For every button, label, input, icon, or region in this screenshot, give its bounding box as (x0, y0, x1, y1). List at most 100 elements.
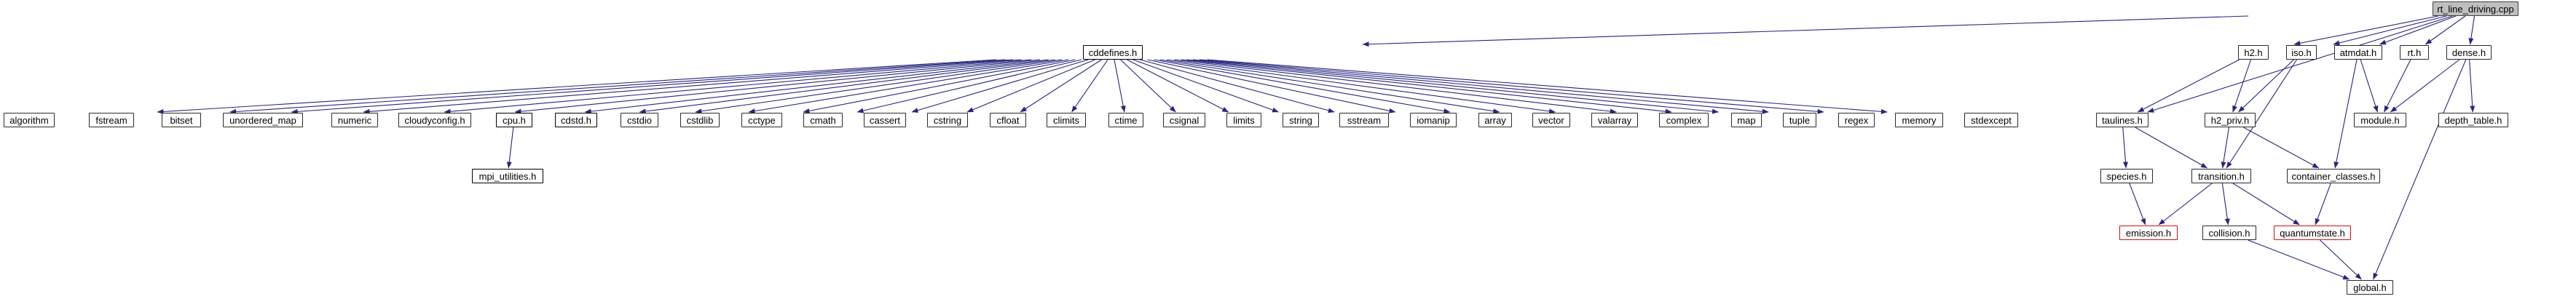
edge-h2_priv.h-to-container_classes.h (2243, 127, 2320, 169)
graph-node-fstream[interactable]: fstream (89, 113, 134, 127)
edge-cddefines.h-to-csignal (1120, 59, 1176, 113)
edge-transition.h-to-emission.h (2158, 183, 2213, 226)
graph-node-emission-h[interactable]: emission.h (2119, 226, 2178, 240)
edge-cddefines.h-to-cfloat (1020, 59, 1102, 113)
graph-node-regex[interactable]: regex (1838, 113, 1875, 127)
edge-cddefines.h-to-cdstd.h (639, 59, 1055, 114)
edge-cddefines.h-to-array (1154, 59, 1451, 113)
graph-node-cctype[interactable]: cctype (741, 113, 782, 127)
graph-node-iomanip[interactable]: iomanip (1410, 113, 1457, 127)
graph-node-taulines-h[interactable]: taulines.h (2096, 113, 2148, 127)
edge-cddefines.h-to-cstdlib (748, 59, 1069, 114)
graph-node-h2-priv-h[interactable]: h2_priv.h (2205, 113, 2256, 127)
graph-node-map[interactable]: map (1731, 113, 1762, 127)
graph-node-complex[interactable]: complex (1659, 113, 1709, 127)
edge-h2_priv.h-to-transition.h (2221, 127, 2229, 169)
edge-cddefines.h-to-cassert (911, 59, 1089, 113)
graph-node-array[interactable]: array (1478, 113, 1512, 127)
edge-cddefines.h-to-cstdio (695, 59, 1063, 114)
graph-node-sstream[interactable]: sstream (1339, 113, 1389, 127)
edge-quantumstate.h-to-global.h (2320, 239, 2362, 280)
edge-dense.h-to-module.h (2390, 59, 2460, 113)
graph-node-cloudyconfig-h[interactable]: cloudyconfig.h (398, 113, 471, 127)
graph-node-cddefines-h[interactable]: cddefines.h (1083, 45, 1143, 60)
edge-rt_line_driving.cpp-to-iso.h (2333, 15, 2447, 46)
edge-iso.h-to-h2_priv.h (2238, 59, 2294, 113)
edge-rt_line_driving.cpp-to-rt.h (2425, 15, 2466, 45)
edge-container_classes.h-to-quantumstate.h (2315, 183, 2331, 226)
graph-node-module-h[interactable]: module.h (2354, 113, 2406, 127)
edge-cddefines.h-to-limits (1127, 59, 1229, 113)
edge-cpu.h-to-mpi_utilities.h (506, 127, 514, 169)
edge-dense.h-to-global.h (2373, 59, 2467, 280)
edge-cddefines.h-to-regex (1192, 59, 1769, 114)
graph-node-ctime[interactable]: ctime (1108, 113, 1143, 127)
edge-cddefines.h-to-iomanip (1147, 59, 1396, 113)
edge-rt_line_driving.cpp-to-dense.h (2468, 15, 2475, 45)
graph-node-string[interactable]: string (1283, 113, 1319, 127)
edge-cddefines.h-to-cpu.h (584, 59, 1049, 114)
edge-rt_line_driving.cpp-to-h2.h (2293, 15, 2439, 46)
graph-node-h2-h[interactable]: h2.h (2238, 45, 2269, 60)
graph-node-cpu-h[interactable]: cpu.h (496, 113, 532, 127)
graph-node-csignal[interactable]: csignal (1163, 113, 1205, 127)
graph-node-global-h[interactable]: global.h (2347, 280, 2393, 295)
edge-transition.h-to-collision.h (2221, 183, 2230, 226)
edge-cddefines.h-to-cctype (803, 59, 1076, 113)
edge-cddefines.h-to-algorithm (157, 59, 997, 114)
graph-node-cstring[interactable]: cstring (927, 113, 968, 127)
edge-cddefines.h-to-cmath (856, 59, 1082, 113)
graph-node-atmdat-h[interactable]: atmdat.h (2334, 45, 2382, 60)
graph-node-unordered-map[interactable]: unordered_map (223, 113, 303, 127)
graph-node-cstdio[interactable]: cstdio (621, 113, 658, 127)
edge-taulines.h-to-transition.h (2135, 127, 2208, 169)
edge-collision.h-to-global.h (2248, 239, 2350, 280)
graph-node-algorithm[interactable]: algorithm (4, 113, 55, 127)
edge-h2.h-to-taulines.h (2137, 59, 2240, 113)
graph-node-dense-h[interactable]: dense.h (2446, 45, 2492, 60)
edge-cddefines.h-to-vector (1159, 59, 1500, 114)
edge-transition.h-to-quantumstate.h (2232, 183, 2300, 226)
graph-node-rt-line-driving-cpp[interactable]: rt_line_driving.cpp (2433, 1, 2518, 16)
graph-node-memory[interactable]: memory (1895, 113, 1943, 127)
graph-node-depth-table-h[interactable]: depth_table.h (2438, 113, 2508, 127)
graph-node-cassert[interactable]: cassert (864, 113, 906, 127)
graph-node-cstdlib[interactable]: cstdlib (680, 113, 720, 127)
graph-node-stdexcept[interactable]: stdexcept (1964, 113, 2018, 127)
graph-node-cmath[interactable]: cmath (803, 113, 843, 127)
edge-cddefines.h-to-bitset (291, 59, 1013, 114)
edge-cddefines.h-to-climits (1071, 59, 1108, 113)
graph-node-collision-h[interactable]: collision.h (2202, 226, 2256, 240)
edge-cddefines.h-to-string (1133, 59, 1279, 113)
graph-node-limits[interactable]: limits (1226, 113, 1261, 127)
graph-node-species-h[interactable]: species.h (2100, 169, 2153, 183)
graph-node-cdstd-h[interactable]: cdstd.h (555, 113, 597, 127)
edge-atmdat.h-to-module.h (2360, 59, 2379, 113)
graph-node-rt-h[interactable]: rt.h (2400, 45, 2429, 60)
edge-rt_line_driving.cpp-to-atmdat.h (2379, 15, 2457, 45)
edge-cddefines.h-to-stdexcept (1207, 59, 1888, 114)
graph-node-vector[interactable]: vector (1532, 113, 1570, 127)
edge-cddefines.h-to-cstring (966, 59, 1095, 113)
graph-node-transition-h[interactable]: transition.h (2191, 169, 2251, 183)
graph-node-cfloat[interactable]: cfloat (990, 113, 1026, 127)
graph-node-iso-h[interactable]: iso.h (2286, 45, 2317, 60)
edge-dense.h-to-depth_table.h (2469, 59, 2475, 113)
edge-cddefines.h-to-ctime (1114, 59, 1126, 113)
graph-node-climits[interactable]: climits (1047, 113, 1086, 127)
edge-cddefines.h-to-cloudyconfig.h (514, 59, 1040, 114)
graph-node-quantumstate-h[interactable]: quantumstate.h (2274, 226, 2351, 240)
graph-node-bitset[interactable]: bitset (162, 113, 201, 127)
edge-taulines.h-to-species.h (2122, 127, 2128, 169)
graph-node-valarray[interactable]: valarray (1591, 113, 1638, 127)
edge-cddefines.h-to-numeric (444, 59, 1032, 114)
graph-node-mpi-utilities-h[interactable]: mpi_utilities.h (472, 169, 543, 183)
edge-h2.h-to-h2_priv.h (2232, 59, 2252, 113)
graph-node-container-classes-h[interactable]: container_classes.h (2287, 169, 2380, 183)
edge-rt_line_driving.cpp-to-taulines.h (2147, 15, 2453, 113)
graph-node-tuple[interactable]: tuple (1783, 113, 1816, 127)
edge-cddefines.h-to-memory (1199, 59, 1824, 114)
graph-node-numeric[interactable]: numeric (331, 113, 378, 127)
